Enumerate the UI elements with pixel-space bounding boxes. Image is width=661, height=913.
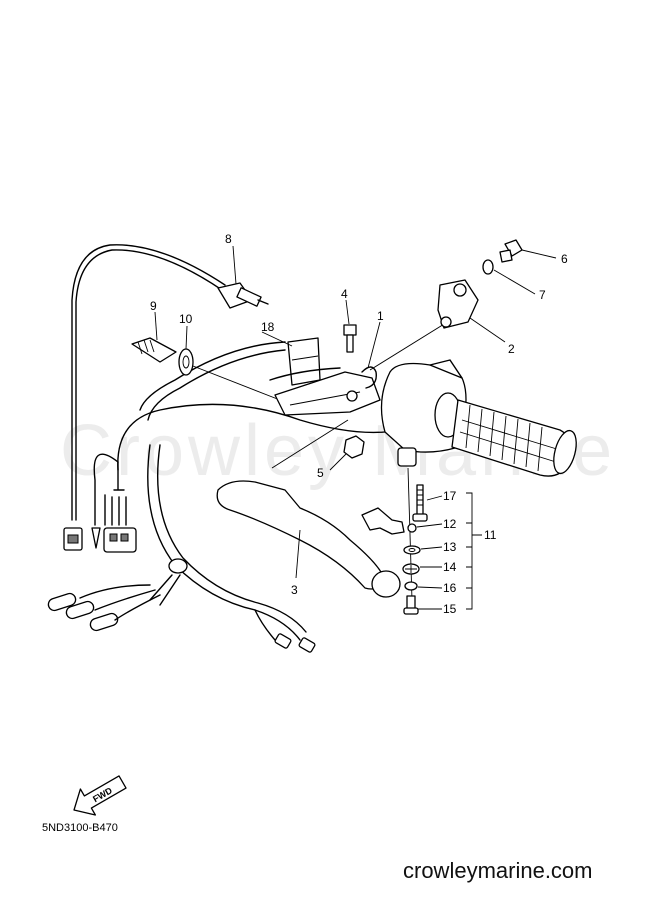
callout-7: 7 <box>539 288 546 302</box>
callout-2: 2 <box>508 342 515 356</box>
part-4-bolt <box>343 299 357 353</box>
lever-holder <box>269 367 381 416</box>
callout-1: 1 <box>377 309 384 323</box>
part-13-washer <box>403 545 443 555</box>
part-16-washer <box>404 581 443 591</box>
part-8-stop-switch <box>217 245 269 309</box>
callout-5: 5 <box>317 466 324 480</box>
handlebar-switch-housing <box>380 359 467 467</box>
callout-15: 15 <box>443 602 457 616</box>
callout-8: 8 <box>225 232 232 246</box>
callout-3: 3 <box>291 583 298 597</box>
callout-10: 10 <box>179 312 193 326</box>
part-12-lock-lever <box>361 507 443 535</box>
callout-9: 9 <box>150 299 157 313</box>
part-18-bracket <box>261 331 321 386</box>
part-6-screw <box>499 239 557 263</box>
callout-6: 6 <box>561 252 568 266</box>
callout-16: 16 <box>443 581 457 595</box>
callout-11: 11 <box>484 528 497 542</box>
callout-4: 4 <box>341 287 348 301</box>
part-2-cover <box>437 279 506 343</box>
part-3-brake-lever <box>216 419 401 598</box>
site-url: crowleymarine.com <box>403 858 593 883</box>
callout-17: 17 <box>443 489 457 503</box>
callout-14: 14 <box>443 560 457 574</box>
diagram-code: 5ND3100-B470 <box>42 822 118 834</box>
part-7-washer <box>482 259 536 295</box>
part-14-spring-washer <box>402 563 442 575</box>
part-10-locknut <box>178 325 281 401</box>
part-17-bolt <box>412 484 443 522</box>
part-1-clip <box>361 321 381 389</box>
part-5-nut <box>329 435 365 471</box>
callout-13: 13 <box>443 540 457 554</box>
throttle-cable <box>47 341 401 653</box>
part-15-screw <box>403 595 442 615</box>
wire-harness <box>63 244 226 553</box>
fwd-arrow-icon: FWD <box>73 775 127 816</box>
callout-18: 18 <box>261 320 275 334</box>
callout-12: 12 <box>443 517 457 531</box>
part-9-adjuster-bolt <box>131 311 177 363</box>
handlebar-grip <box>451 399 577 477</box>
